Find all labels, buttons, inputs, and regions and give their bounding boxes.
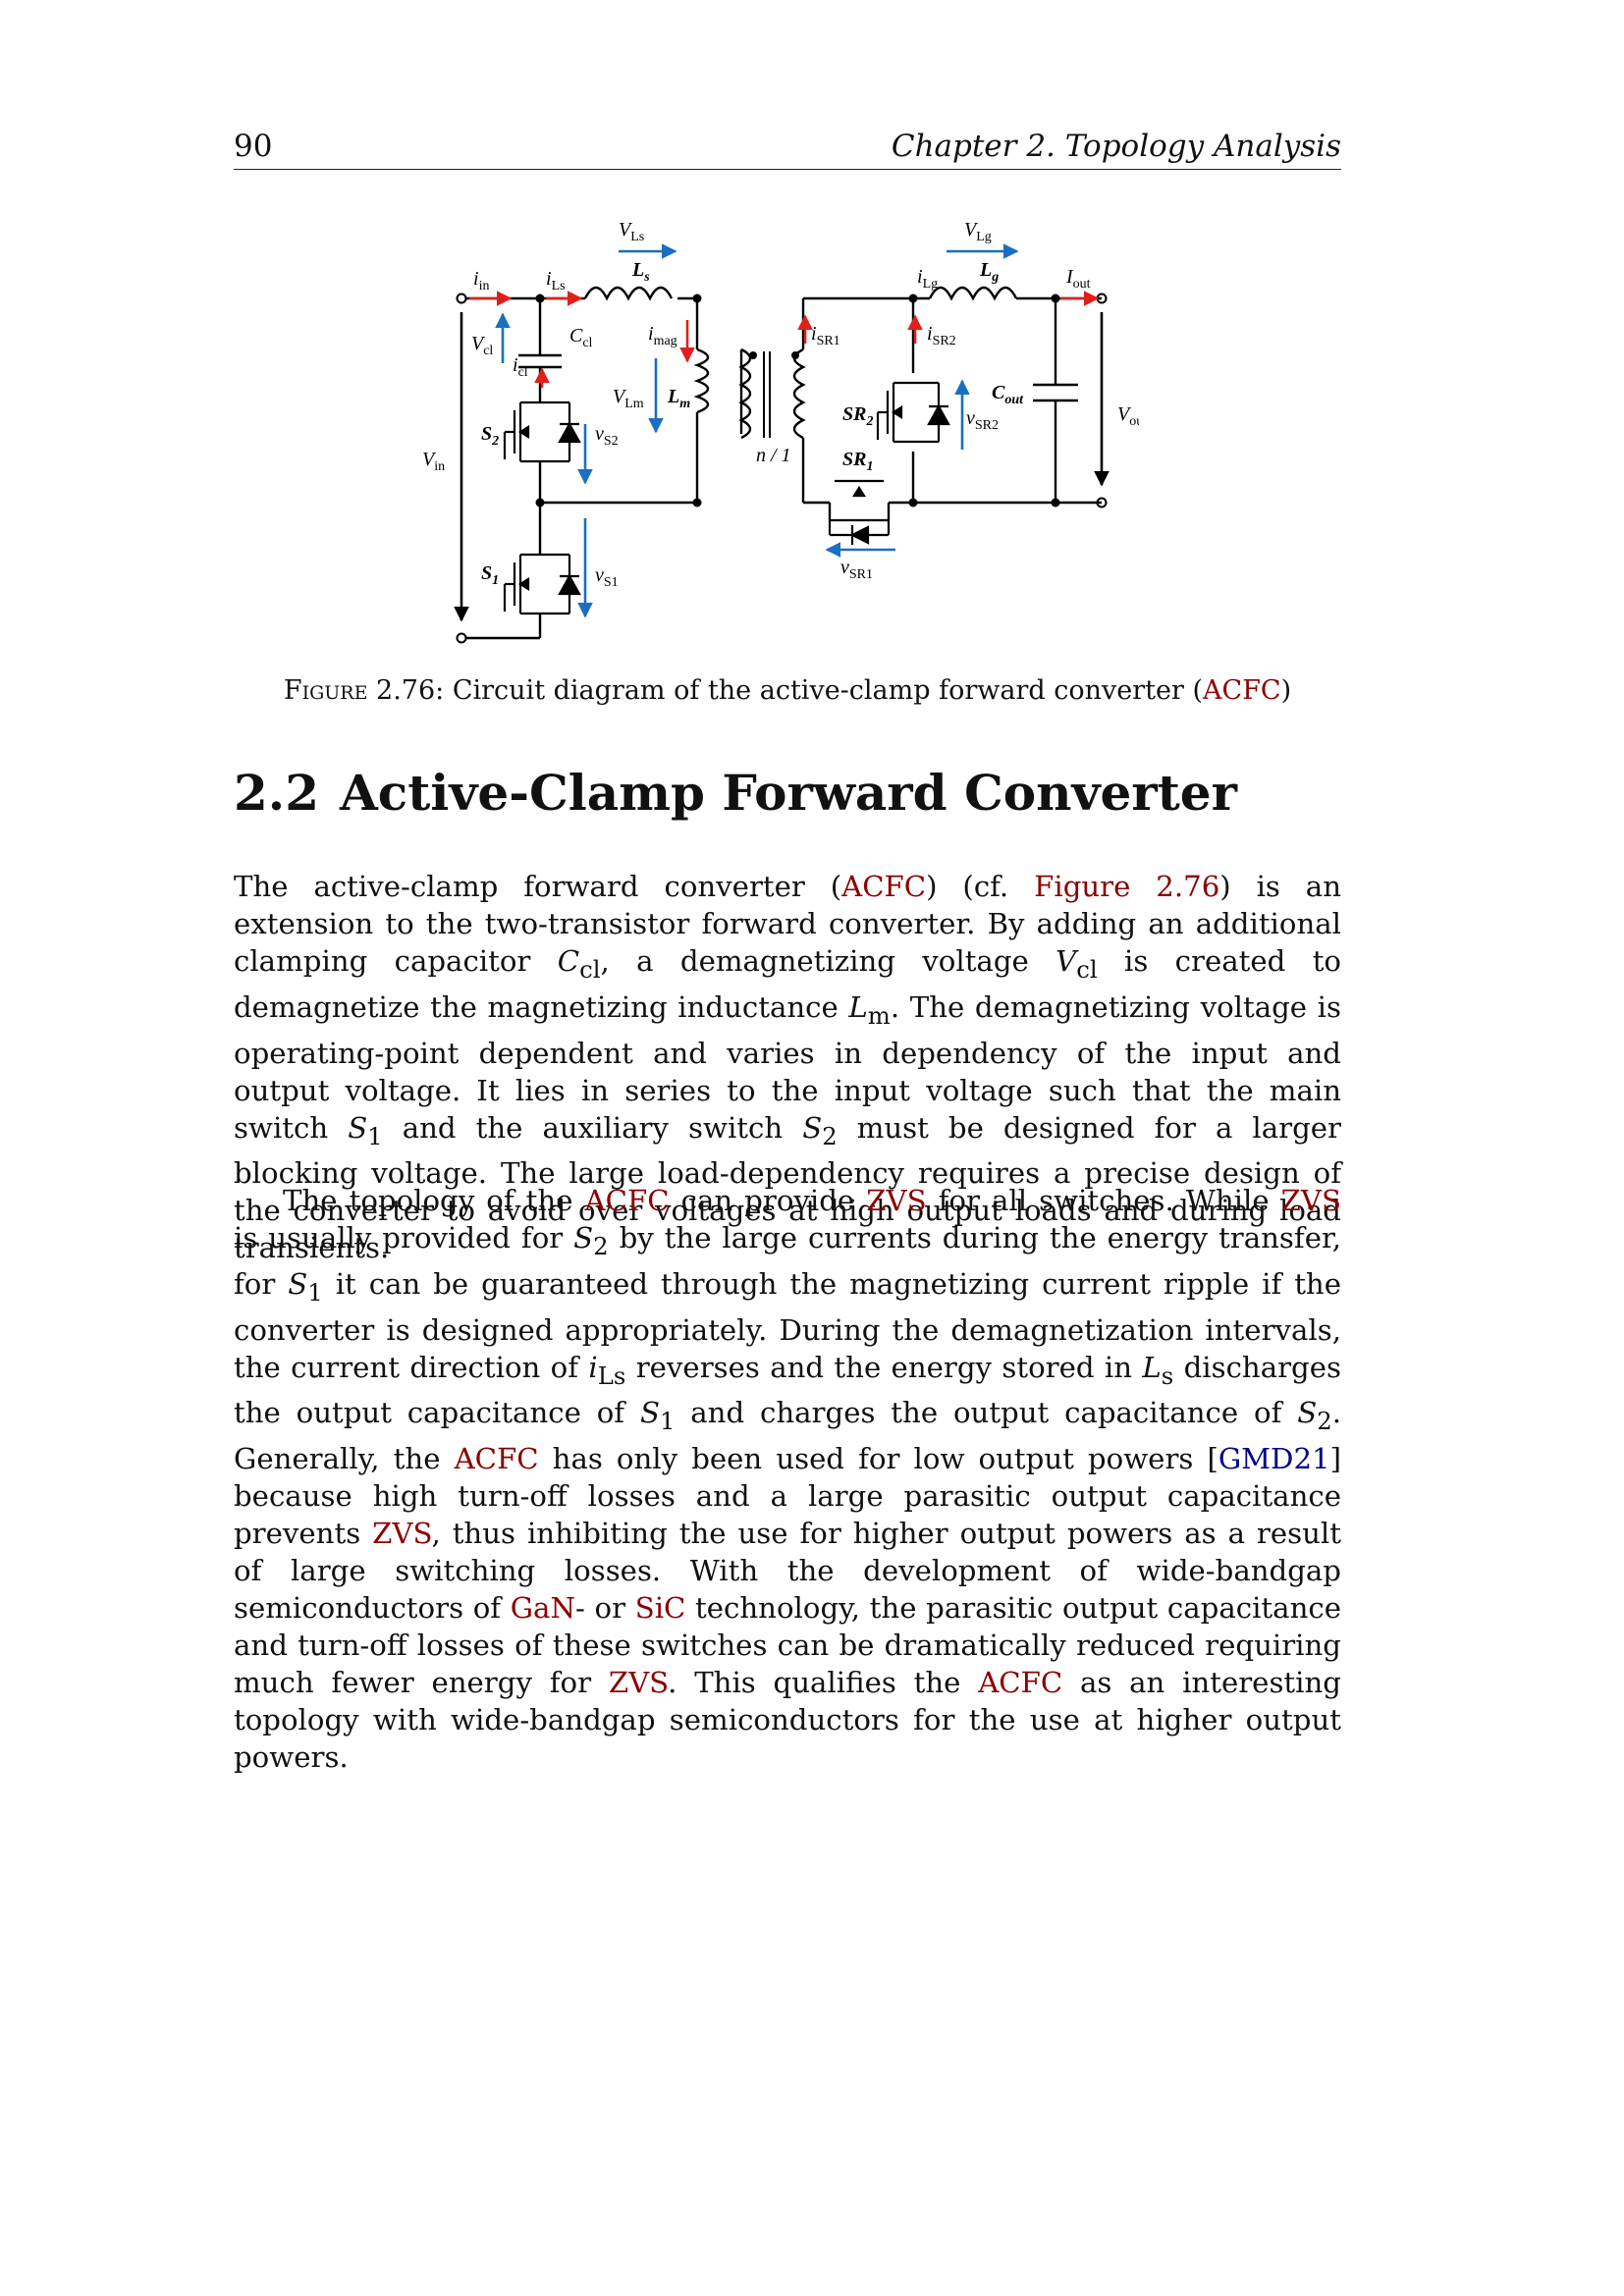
label-l-g: Lg: [979, 259, 999, 285]
paragraph-2: The topology of the ACFC can provide ZVS…: [234, 1184, 1342, 1775]
transformer-secondary: [792, 347, 806, 440]
label-turns-ratio: n / 1: [756, 445, 791, 466]
lm-inductor: [693, 347, 710, 414]
mosfet-s1: [503, 553, 581, 615]
label-v-in: Vin: [422, 449, 445, 474]
junctions: [535, 294, 1060, 507]
zvs-link[interactable]: ZVS: [1280, 1184, 1342, 1217]
label-i-sr2: iSR2: [927, 323, 956, 348]
circuit-diagram: iin iLs VLs Ls Vcl Ccl icl imag VLm Lm S…: [422, 219, 1139, 644]
label-v-ls: VLs: [619, 219, 644, 244]
figure-caption: Figure 2.76: Circuit diagram of the acti…: [283, 675, 1292, 706]
acfc-link[interactable]: ACFC: [584, 1184, 670, 1217]
citation-link[interactable]: GMD21: [1218, 1442, 1330, 1476]
cout-capacitor: [1033, 383, 1078, 402]
mosfet-sr2: [876, 381, 950, 444]
label-s2: S2: [481, 423, 499, 449]
caption-label: Figure 2.76:: [283, 675, 445, 706]
label-v-lm: VLm: [613, 386, 644, 411]
transformer-core: [763, 351, 771, 438]
label-sr1: SR1: [842, 449, 873, 474]
section-number: 2.2: [234, 764, 319, 822]
page-number: 90: [234, 129, 273, 164]
label-v-lg: VLg: [964, 219, 992, 244]
acfc-link[interactable]: ACFC: [454, 1442, 539, 1476]
label-i-in: iin: [473, 268, 489, 294]
label-i-out: Iout: [1065, 266, 1091, 292]
ls-inductor: [583, 286, 674, 301]
lg-inductor: [928, 286, 1018, 301]
acfc-link[interactable]: ACFC: [841, 870, 927, 903]
gan-link[interactable]: GaN: [510, 1591, 575, 1626]
label-l-m: Lm: [667, 386, 690, 411]
label-i-ls: iLs: [546, 268, 566, 294]
caption-text: Circuit diagram of the active-clamp forw…: [452, 675, 1204, 706]
label-l-s: Ls: [631, 259, 650, 285]
label-v-s1: vS1: [595, 564, 619, 590]
caption-acfc-link[interactable]: ACFC: [1203, 675, 1281, 706]
transformer-primary: [738, 347, 752, 440]
label-c-out: Cout: [992, 382, 1024, 407]
section-heading: 2.2 Active-Clamp Forward Converter: [234, 762, 1341, 825]
section-title: Active-Clamp Forward Converter: [340, 764, 1237, 822]
zvs-link[interactable]: ZVS: [608, 1666, 669, 1700]
label-v-cl: Vcl: [471, 333, 493, 358]
label-i-cl: icl: [513, 354, 528, 380]
chapter-title: Chapter 2. Topology Analysis: [891, 129, 1341, 164]
label-v-sr2: vSR2: [966, 407, 999, 433]
mosfet-sr1: [825, 479, 891, 545]
mosfet-s2: [503, 400, 581, 463]
label-v-sr1: vSR1: [840, 557, 873, 582]
label-i-mag: imag: [648, 323, 677, 348]
acfc-link[interactable]: ACFC: [978, 1666, 1063, 1700]
page-header: 90 Chapter 2. Topology Analysis: [234, 124, 1341, 170]
paragraph-1: The active-clamp forward converter (ACFC…: [234, 870, 1342, 1265]
label-v-s2: vS2: [595, 423, 619, 449]
zvs-link[interactable]: ZVS: [866, 1184, 927, 1217]
label-v-out: Vout: [1117, 403, 1139, 429]
current-arrows: [469, 291, 1100, 388]
zvs-link[interactable]: ZVS: [372, 1517, 432, 1551]
label-i-lg: iLg: [917, 266, 938, 292]
voltage-arrows: [495, 243, 1019, 618]
ccl-capacitor: [518, 353, 562, 369]
label-s1: S1: [481, 562, 499, 588]
terminals: [456, 293, 1108, 644]
label-i-sr1: iSR1: [811, 323, 840, 348]
sic-link[interactable]: SiC: [634, 1591, 686, 1626]
figure-ref-link[interactable]: Figure 2.76: [1034, 870, 1220, 903]
label-sr2: SR2: [842, 403, 873, 429]
label-c-cl: Ccl: [569, 325, 593, 350]
